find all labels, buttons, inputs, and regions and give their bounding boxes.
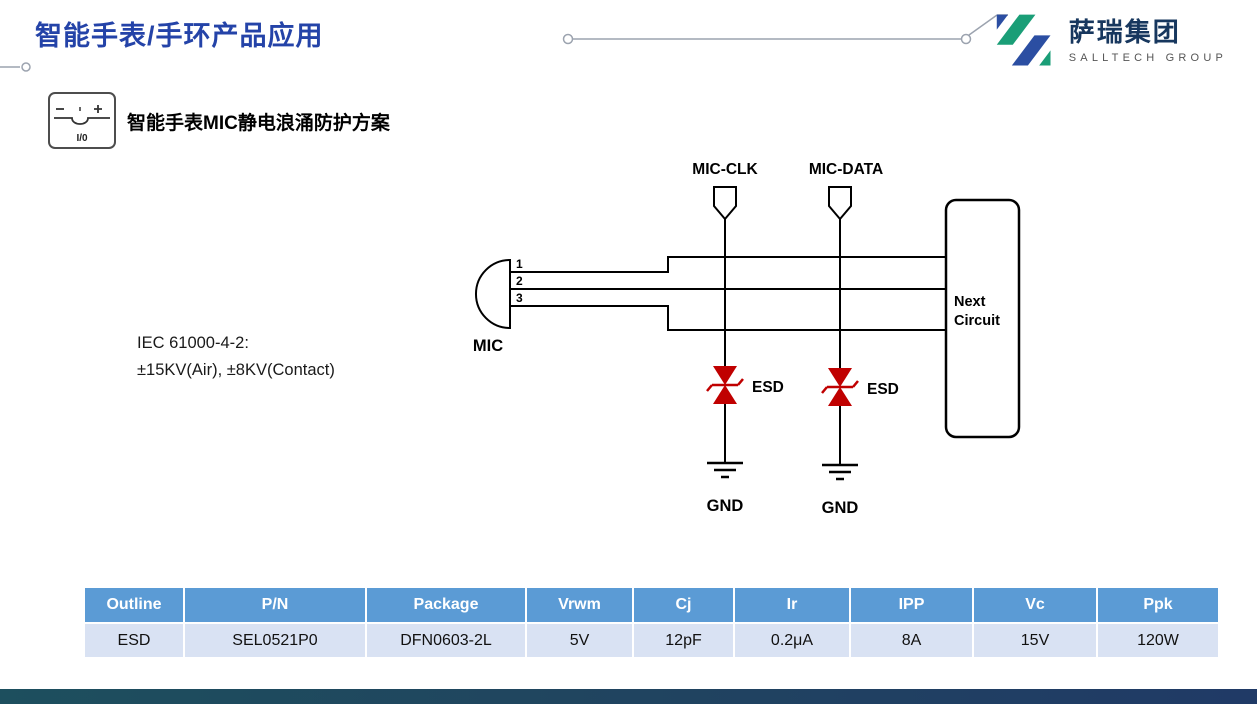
logo-company-name: 萨瑞集团 [1068,17,1181,48]
pin3-number: 3 [516,291,523,305]
next-circuit-label-line1: Next [954,294,986,310]
iec-note-line1: IEC 61000-4-2: [137,334,249,352]
gnd-label-1: GND [707,497,744,515]
cell-cj: 12pF [632,622,735,659]
esd-label-1: ESD [752,379,784,396]
cell-outline: ESD [83,622,185,659]
column-header-outline: Outline [83,586,185,624]
mic-symbol [475,258,511,330]
column-header-vc: Vc [972,586,1098,624]
mic-data-label: MIC-DATA [809,161,883,178]
column-header-cj: Cj [632,586,735,624]
column-header-ir: Ir [733,586,851,624]
mic-data-terminal [828,186,852,221]
gnd-label-2: GND [822,499,859,517]
footer-bar [0,689,1257,704]
next-circuit-label-line2: Circuit [954,313,1000,329]
wire-pin3-data [510,305,946,331]
pin2-number: 2 [516,274,523,288]
cell-pn: SEL0521P0 [183,622,367,659]
salltech-logo-icon [996,14,1051,66]
section-heading: 智能手表MIC静电浪涌防护方案 [127,113,390,134]
column-header-package: Package [365,586,527,624]
cell-package: DFN0603-2L [365,622,527,659]
iec-standard-note: IEC 61000-4-2: ±15KV(Air), ±8KV(Contact) [137,330,335,384]
cell-vc: 15V [972,622,1098,659]
esd-diode-1 [706,366,744,404]
column-header-ppk: Ppk [1096,586,1220,624]
cell-ipp: 8A [849,622,974,659]
mic-clk-terminal [713,186,737,221]
esd-diode-2 [821,368,859,406]
io-port-icon: I/0 [48,92,116,149]
next-circuit-box [944,198,1021,439]
company-logo: 萨瑞集团 SALLTECH GROUP [993,12,1227,70]
esd-label-2: ESD [867,381,899,398]
page-title: 智能手表/手环产品应用 [35,21,324,51]
cell-ppk: 120W [1096,622,1220,659]
table-header-row: Outline P/N Package Vrwm Cj Ir IPP Vc Pp… [83,586,1220,624]
cell-vrwm: 5V [525,622,634,659]
gnd-symbol-2 [822,463,858,481]
io-symbol-icon [54,105,110,125]
pin1-number: 1 [516,257,523,271]
logo-text: 萨瑞集团 SALLTECH GROUP [1068,17,1227,64]
column-header-ipp: IPP [849,586,974,624]
logo-company-subtitle: SALLTECH GROUP [1068,51,1227,64]
mic-clk-label: MIC-CLK [692,161,758,178]
wire-pin1-clk [510,256,946,273]
iec-note-line2: ±15KV(Air), ±8KV(Contact) [137,361,335,379]
io-badge-label: I/0 [76,133,88,144]
table-row: ESD SEL0521P0 DFN0603-2L 5V 12pF 0.2μA 8… [83,622,1220,659]
mic-label: MIC [473,337,503,355]
parameters-table: Outline P/N Package Vrwm Cj Ir IPP Vc Pp… [83,586,1220,659]
column-header-pn: P/N [183,586,367,624]
column-header-vrwm: Vrwm [525,586,634,624]
circuit-diagram: MIC-CLK MIC-DATA MIC 1 2 3 ESD [473,161,1021,517]
gnd-symbol-1 [707,461,743,479]
cell-ir: 0.2μA [733,622,851,659]
